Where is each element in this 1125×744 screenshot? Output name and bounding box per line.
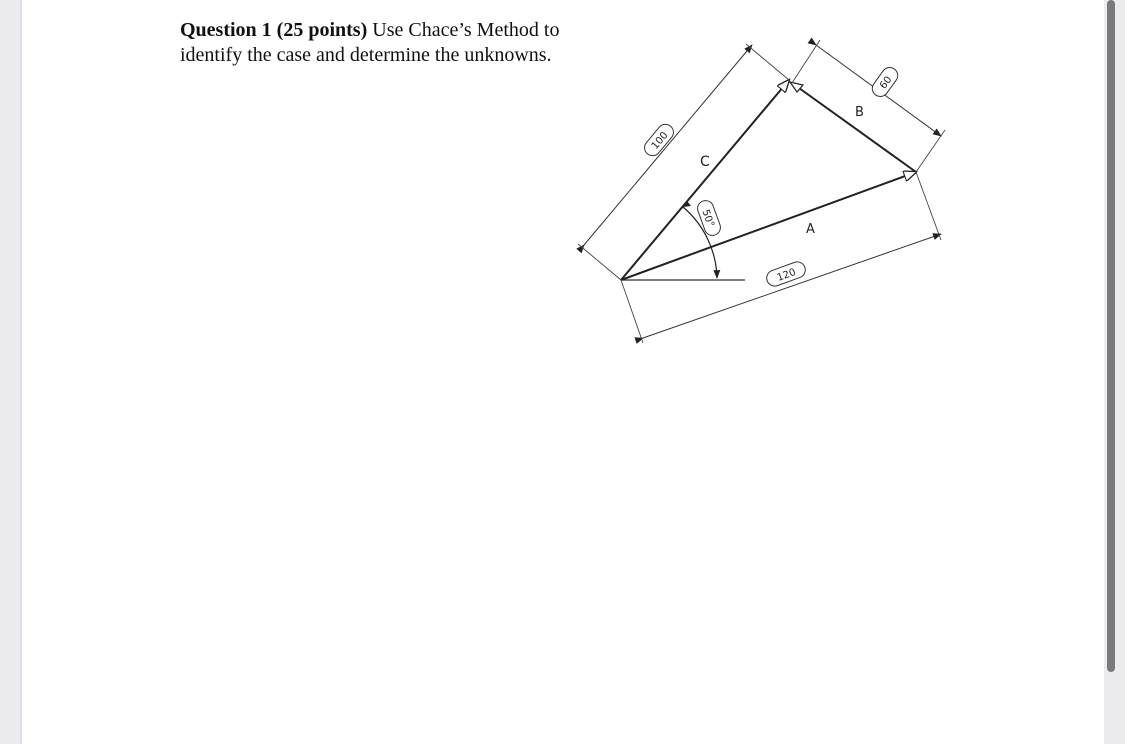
a-dimension-line — [634, 233, 942, 344]
b-extension-line-start — [791, 39, 821, 84]
c-dimension-line — [576, 44, 753, 254]
b-length-label: 60 — [871, 67, 899, 97]
c-length-label: 100 — [644, 123, 674, 157]
question-text: Question 1 (25 points) Use Chace’s Metho… — [180, 18, 560, 67]
vector-c-label: C — [700, 154, 710, 170]
a-length-label: 120 — [766, 261, 806, 287]
c-extension-line-start — [577, 243, 622, 281]
vector-b-tail-arrowhead — [788, 81, 805, 93]
a-extension-line-end — [915, 171, 942, 241]
question-body: Use Chace’s Method to identify the case … — [180, 19, 560, 66]
b-extension-line-end — [915, 129, 946, 173]
vector-a-label: A — [806, 222, 815, 237]
vector-b-label: B — [855, 105, 864, 120]
vector-b — [791, 82, 917, 173]
c-extension-line-end — [745, 43, 790, 81]
scrollbar-thumb[interactable] — [1107, 0, 1115, 672]
a-extension-line-start — [620, 279, 644, 344]
question-heading: Question 1 (25 points) — [180, 19, 368, 41]
angle-label: 50° — [697, 200, 721, 236]
